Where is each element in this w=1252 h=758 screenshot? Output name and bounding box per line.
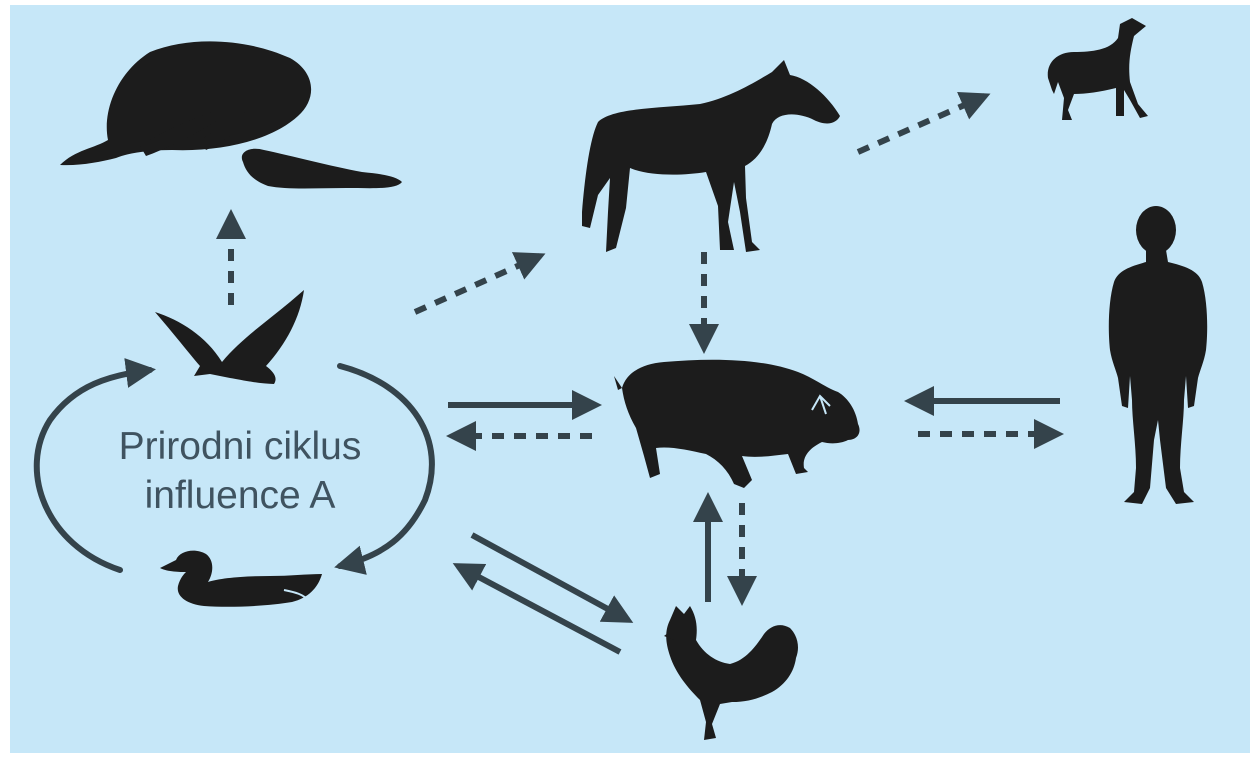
cycle-label-line1: Prirodni ciklus bbox=[60, 422, 420, 471]
cycle-label: Prirodni ciklus influence A bbox=[60, 422, 420, 520]
cycle-label-line2: influence A bbox=[60, 471, 420, 520]
